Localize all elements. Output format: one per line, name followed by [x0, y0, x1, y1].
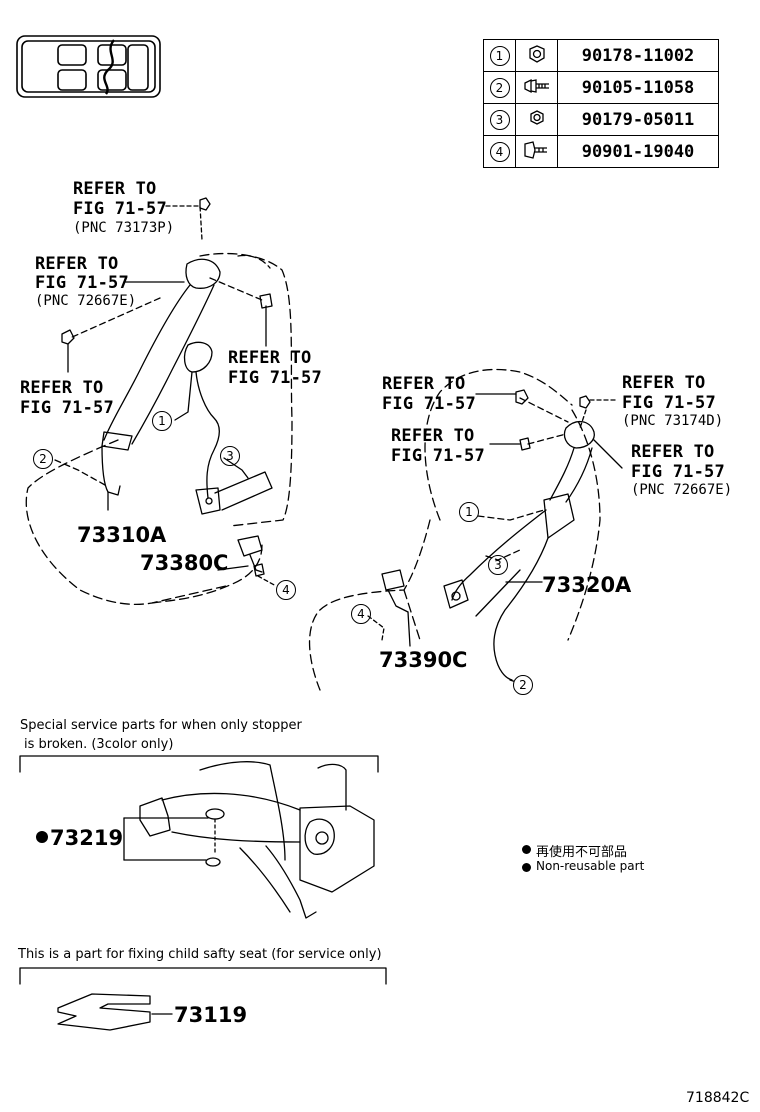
left-buckle	[237, 535, 263, 573]
refer-label: REFER TO	[228, 348, 312, 368]
part-number: 90179-05011	[557, 103, 719, 136]
stopper-drawing	[123, 761, 375, 919]
callout-1: 1	[459, 502, 479, 522]
non-reusable-bullet-icon	[36, 831, 48, 843]
refer-label: REFER TO	[20, 378, 104, 398]
stopper-bracket	[19, 755, 379, 773]
bolt-glyph	[253, 563, 265, 577]
bolt-icon	[523, 78, 549, 93]
pnc-label: (PNC 73174D)	[622, 413, 724, 429]
callout-number: 1	[489, 46, 510, 66]
right-belt-assembly	[443, 421, 595, 681]
pnc-label: (PNC 73173P)	[73, 220, 175, 236]
table-row: 2 90105-11058	[483, 71, 719, 104]
fig-ref-label: FIG 71-57	[382, 394, 476, 414]
clip-glyph	[579, 395, 591, 409]
part-label-73390c: 73390C	[379, 648, 468, 672]
fig-ref-label: FIG 71-57	[35, 273, 129, 293]
bolt-glyph	[259, 293, 273, 309]
legend-bullet-icon	[522, 863, 531, 872]
part-number: 90178-11002	[557, 39, 719, 72]
bolt-glyph	[61, 329, 75, 345]
callout-3: 3	[488, 555, 508, 575]
stopper-note-line1: Special service parts for when only stop…	[20, 718, 302, 733]
left-belt-assembly	[101, 258, 273, 515]
part-number: 90901-19040	[557, 135, 719, 168]
nut-icon	[528, 44, 545, 63]
part-label-73219: 73219	[50, 826, 124, 850]
right-buckle	[381, 569, 409, 613]
pnc-label: (PNC 72667E)	[631, 482, 733, 498]
legend-text-jp: 再使用不可部品	[536, 845, 628, 860]
callout-number: 4	[489, 142, 510, 162]
part-label-73119: 73119	[174, 1003, 248, 1027]
callout-2: 2	[513, 675, 533, 695]
callout-3: 3	[220, 446, 240, 466]
bolt-glyph	[519, 437, 531, 451]
legend-bullet-icon	[522, 845, 531, 854]
fig-ref-label: FIG 71-57	[631, 462, 725, 482]
bolt-glyph	[515, 389, 529, 405]
refer-label: REFER TO	[382, 374, 466, 394]
part-number: 90105-11058	[557, 71, 719, 104]
refer-label: REFER TO	[73, 179, 157, 199]
callout-2: 2	[33, 449, 53, 469]
callout-4: 4	[351, 604, 371, 624]
refer-label: REFER TO	[391, 426, 475, 446]
fig-ref-label: FIG 71-57	[73, 199, 167, 219]
callout-number: 2	[489, 78, 510, 98]
pnc-label: (PNC 72667E)	[35, 293, 137, 309]
part-label-73320a: 73320A	[542, 573, 632, 597]
part-label-73310a: 73310A	[77, 523, 167, 547]
callout-number: 3	[489, 110, 510, 130]
fig-ref-label: FIG 71-57	[622, 393, 716, 413]
legend-text-en: Non-reusable part	[536, 859, 645, 873]
table-row: 3 90179-05011	[483, 103, 719, 136]
callout-4: 4	[276, 580, 296, 600]
callout-1: 1	[152, 411, 172, 431]
left-seat-outline	[25, 252, 293, 605]
child-seat-bracket	[19, 967, 387, 985]
nut-icon	[529, 109, 544, 125]
clip-glyph	[199, 197, 211, 211]
refer-label: REFER TO	[631, 442, 715, 462]
stopper-note-line2: is broken. (3color only)	[24, 737, 174, 752]
fig-ref-label: FIG 71-57	[228, 368, 322, 388]
bolt-icon	[523, 140, 547, 159]
table-row: 4 90901-19040	[483, 135, 719, 168]
refer-label: REFER TO	[622, 373, 706, 393]
figure-id: 718842C	[686, 1090, 750, 1106]
fastener-table: 1 90178-11002 2 90105-11058 3 90179-0501…	[483, 39, 719, 168]
fig-ref-label: FIG 71-57	[20, 398, 114, 418]
table-row: 1 90178-11002	[483, 39, 719, 72]
right-seat-outline	[308, 368, 601, 691]
child-seat-note: This is a part for fixing child safty se…	[18, 947, 382, 962]
part-label-73380c: 73380C	[140, 551, 229, 575]
refer-label: REFER TO	[35, 254, 119, 274]
fig-ref-label: FIG 71-57	[391, 446, 485, 466]
child-seat-part-drawing	[57, 993, 173, 1031]
